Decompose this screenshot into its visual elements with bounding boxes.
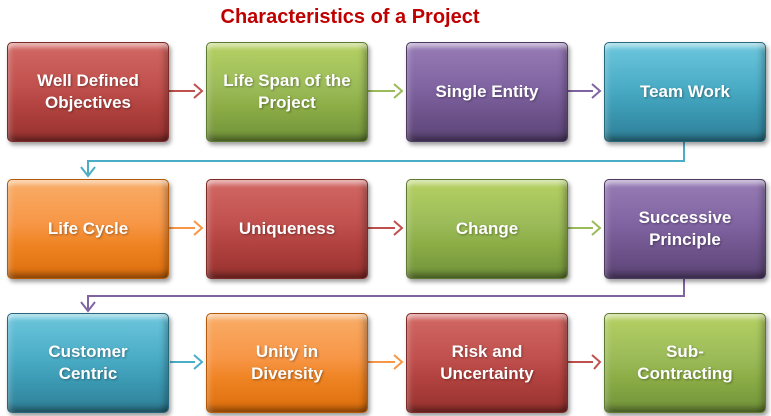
arrow-single-entity-to-team-work <box>568 83 602 99</box>
arrow-life-span-to-single-entity <box>368 83 404 99</box>
box-well-defined-objectives: Well Defined Objectives <box>7 42 169 142</box>
box-uniqueness: Uniqueness <box>206 179 368 279</box>
arrow-life-cycle-to-uniqueness <box>168 220 204 236</box>
box-customer-centric: Customer Centric <box>7 313 169 413</box>
arrow-customer-centric-to-unity-in-diversity <box>170 354 204 370</box>
box-change: Change <box>406 179 568 279</box>
diagram-title: Characteristics of a Project <box>220 6 480 28</box>
box-risk-and-uncertainty: Risk and Uncertainty <box>406 313 568 413</box>
arrow-change-to-successive-principle <box>568 220 602 236</box>
box-team-work: Team Work <box>604 42 766 142</box>
arrow-uniqueness-to-change <box>368 220 404 236</box>
box-unity-in-diversity: Unity in Diversity <box>206 313 368 413</box>
box-single-entity: Single Entity <box>406 42 568 142</box>
arrow-successive-principle-to-customer-centric <box>80 278 685 313</box>
arrow-risk-and-uncertainty-to-sub-contracting <box>568 354 602 370</box>
arrow-well-defined-objectives-to-life-span <box>168 83 204 99</box>
box-life-span-of-the-project: Life Span of the Project <box>206 42 368 142</box>
box-sub-contracting: Sub- Contracting <box>604 313 766 413</box>
box-successive-principle: Successive Principle <box>604 179 766 279</box>
box-life-cycle: Life Cycle <box>7 179 169 279</box>
arrow-unity-in-diversity-to-risk-and-uncertainty <box>368 354 404 370</box>
arrow-team-work-to-life-cycle <box>80 140 685 178</box>
